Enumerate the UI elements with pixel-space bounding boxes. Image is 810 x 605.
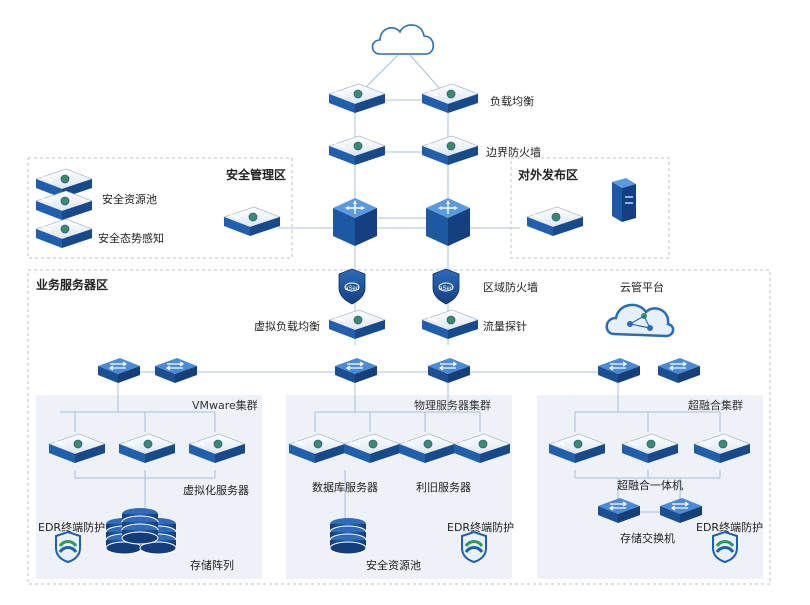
edr-hci-shield-icon — [711, 530, 739, 564]
zone-firewall-right-icon: aSec — [432, 268, 460, 305]
zone-firewall-label: 区域防火墙 — [483, 281, 538, 294]
edr-vm-shield-icon — [54, 530, 82, 564]
load-balancer-right — [421, 83, 479, 114]
traffic-probe-label: 流量探针 — [483, 320, 527, 333]
vmware-switch-2 — [154, 357, 198, 384]
physical-switch-1 — [334, 357, 378, 384]
hci-switch-1 — [597, 357, 641, 384]
physical-cluster-title: 物理服务器集群 — [414, 399, 491, 412]
storage-switch-label: 存储交换机 — [620, 532, 675, 545]
security-pool-bottom-label: 安全资源池 — [366, 559, 421, 572]
publish-zone-appliance — [526, 206, 584, 237]
virtual-lb-label: 虚拟负载均衡 — [254, 320, 320, 333]
hci-cluster-title: 超融合集群 — [688, 399, 743, 412]
security-pool-storage-disk — [329, 517, 367, 555]
load-balancer-left — [328, 83, 386, 114]
legacy-servers-label: 利旧服务器 — [416, 481, 471, 494]
zone-firewall-left-icon: aSec — [338, 268, 366, 305]
vmware-switch-1 — [97, 357, 141, 384]
business-server-zone-title: 业务服务器区 — [36, 278, 109, 292]
border-firewall-right — [421, 135, 479, 166]
storage-array-disk-3 — [121, 507, 159, 545]
edr-vm-label: EDR终端防护 — [38, 521, 106, 534]
security-pool-top-label: 安全资源池 — [102, 193, 157, 206]
edr-phys-label: EDR终端防护 — [447, 521, 515, 534]
hci-appliance-label: 超融合一体机 — [617, 479, 683, 492]
vmware-cluster-title: VMware集群 — [192, 399, 258, 412]
border-firewall-label: 边界防火墙 — [486, 146, 541, 159]
db-servers-label: 数据库服务器 — [312, 481, 378, 494]
edr-hci-label: EDR终端防护 — [696, 521, 764, 534]
asec-badge: aSec — [439, 286, 453, 292]
hci-switch-2 — [657, 357, 701, 384]
security-pool-device-2 — [35, 190, 93, 221]
traffic-probe-device — [421, 309, 479, 340]
internet-cloud-icon — [371, 24, 435, 55]
virtual-lb-device — [328, 309, 386, 340]
situation-awareness-device — [35, 218, 93, 249]
edr-phys-shield-icon — [460, 530, 488, 564]
security-mgmt-zone — [27, 157, 293, 259]
storage-array-label: 存储阵列 — [190, 559, 234, 572]
situation-awareness-label: 安全态势感知 — [98, 232, 164, 245]
virtual-servers-label: 虚拟化服务器 — [183, 484, 249, 497]
load-balance-label: 负载均衡 — [490, 95, 534, 108]
cloud-platform-logo-icon — [605, 303, 675, 338]
external-publish-zone-title: 对外发布区 — [518, 168, 579, 182]
core-switch-right — [425, 197, 471, 247]
core-switch-left — [332, 197, 378, 247]
security-mgmt-zone-title: 安全管理区 — [226, 168, 287, 182]
border-firewall-left — [328, 135, 386, 166]
cloud-platform-label: 云管平台 — [620, 281, 664, 294]
mgmt-zone-appliance — [223, 206, 281, 237]
physical-switch-2 — [427, 357, 471, 384]
tower-server-icon — [612, 178, 636, 222]
asec-badge: aSec — [345, 286, 359, 292]
external-publish-zone — [510, 157, 670, 259]
